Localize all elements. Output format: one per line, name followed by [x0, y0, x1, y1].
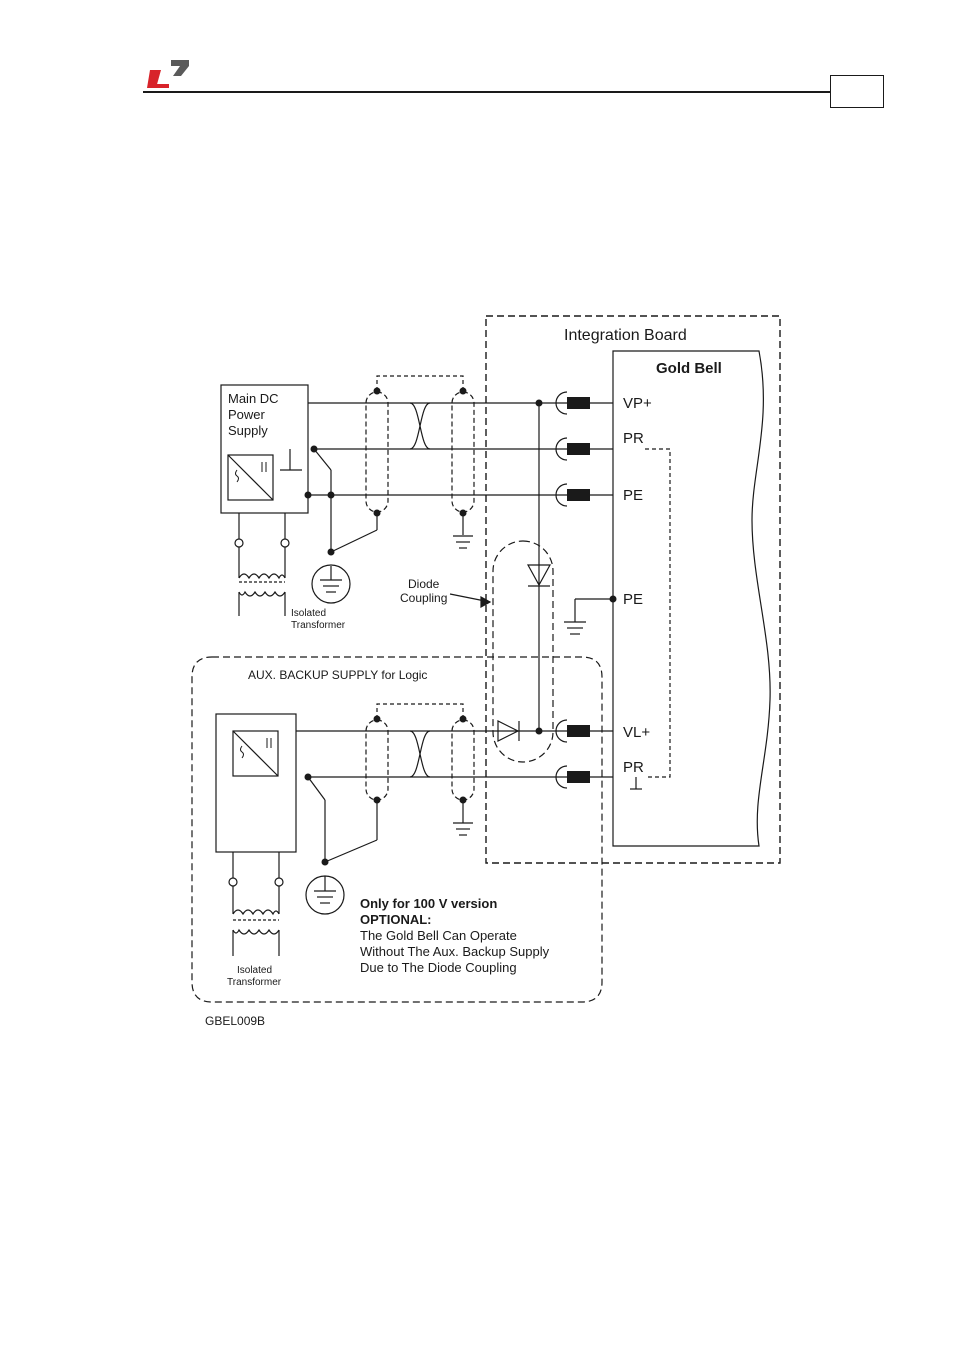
- note-bold-2: OPTIONAL:: [360, 912, 432, 927]
- diode-coupling-label-2: Coupling: [400, 591, 447, 605]
- terminal-pe-top: PE: [623, 487, 643, 504]
- isolated-transformer-main-1: Isolated: [291, 608, 326, 619]
- note-line-1: The Gold Bell Can Operate: [360, 928, 517, 943]
- diode-coupling-boundary: [493, 541, 553, 762]
- terminal-pr-top: PR: [623, 430, 644, 447]
- terminal-pr-bottom: PR: [623, 759, 644, 776]
- main-supply-line-3: Supply: [228, 423, 268, 438]
- main-supply-line-1: Main DC: [228, 391, 279, 406]
- integration-board-label: Integration Board: [564, 327, 687, 344]
- terminal-pe-mid: PE: [623, 591, 643, 608]
- figure-code: GBEL009B: [205, 1014, 265, 1028]
- main-supply-line-2: Power: [228, 407, 266, 422]
- isolated-transformer-main-2: Transformer: [291, 620, 346, 631]
- diode-coupling-label-1: Diode: [408, 577, 440, 591]
- note-bold-1: Only for 100 V version: [360, 896, 497, 911]
- note-line-2: Without The Aux. Backup Supply: [360, 944, 550, 959]
- aux-supply-box: [216, 714, 296, 852]
- note-line-3: Due to The Diode Coupling: [360, 960, 517, 975]
- gold-bell-label: Gold Bell: [656, 360, 722, 377]
- terminal-vl-plus: VL+: [623, 724, 650, 741]
- aux-backup-title: AUX. BACKUP SUPPLY for Logic: [248, 668, 427, 682]
- isolated-transformer-aux-2: Transformer: [227, 977, 282, 988]
- terminal-vp-plus: VP+: [623, 395, 652, 412]
- isolated-transformer-aux-1: Isolated: [237, 965, 272, 976]
